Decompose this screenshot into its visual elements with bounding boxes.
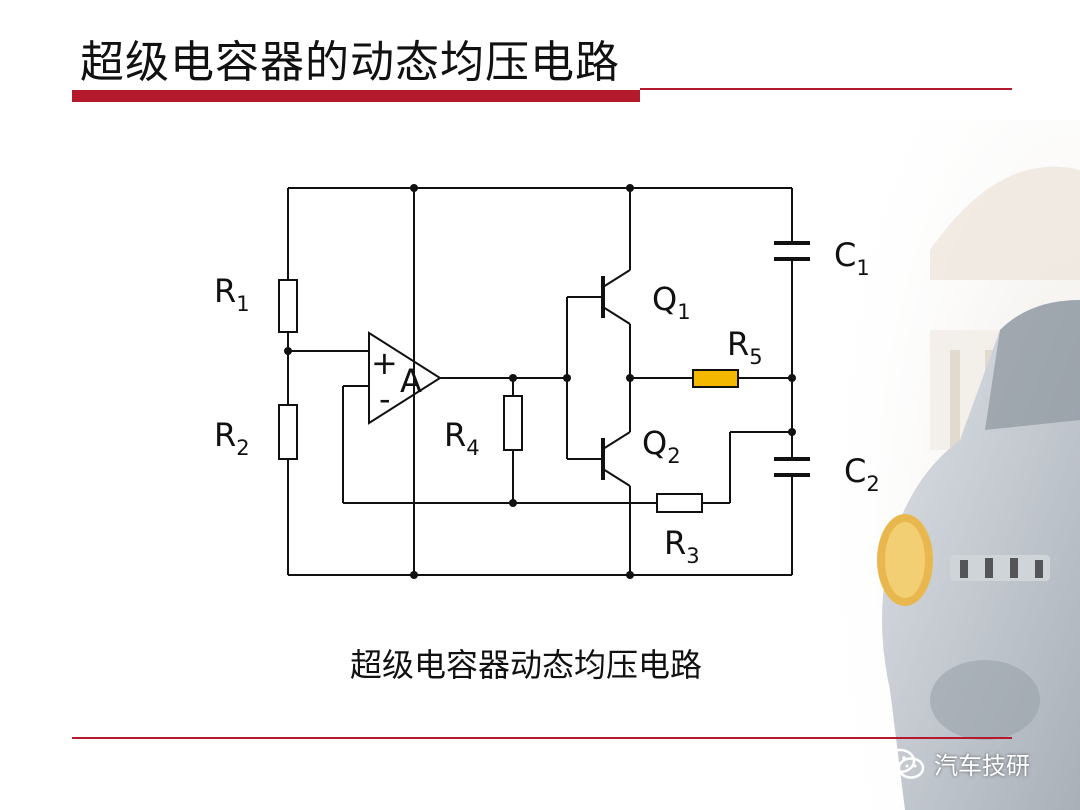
- label-q2: Q2: [642, 424, 681, 468]
- junction-dot: [410, 184, 418, 192]
- resistor-r4: [503, 395, 523, 451]
- junction-dot: [509, 499, 517, 507]
- opamp-plus-sign: +: [371, 344, 398, 382]
- watermark: 汽车技研: [884, 746, 1030, 781]
- resistor-r2: [278, 404, 298, 460]
- watermark-text: 汽车技研: [934, 752, 1030, 780]
- label-r4: R4: [444, 416, 480, 460]
- transistor-q2: [601, 431, 631, 487]
- title-underline-thick: [72, 90, 640, 102]
- page-title: 超级电容器的动态均压电路: [80, 37, 620, 88]
- capacitor-c2: [774, 457, 810, 477]
- figure-caption: 超级电容器动态均压电路: [350, 646, 703, 684]
- opamp-minus-sign: -: [379, 380, 391, 418]
- label-r2: R2: [214, 416, 250, 460]
- label-r1: R1: [214, 272, 250, 316]
- transistor-q1: [601, 269, 631, 325]
- junction-dot: [788, 428, 796, 436]
- junction-dot: [626, 184, 634, 192]
- footer-rule: [72, 737, 1012, 739]
- junction-dot: [626, 571, 634, 579]
- label-c2: C2: [844, 452, 880, 496]
- label-r3: R3: [664, 524, 700, 568]
- junction-dot: [410, 571, 418, 579]
- capacitor-c1: [774, 241, 810, 261]
- label-r5: R5: [727, 325, 763, 369]
- label-c1: C1: [834, 236, 870, 280]
- opamp-a: [368, 331, 442, 425]
- label-q1: Q1: [652, 280, 691, 324]
- opamp-label: A: [400, 362, 422, 400]
- resistor-r1: [278, 279, 298, 333]
- resistor-r5: [692, 369, 739, 388]
- wechat-icon: [884, 748, 925, 779]
- title-underline-thin: [640, 88, 1012, 90]
- resistor-r3: [656, 493, 703, 513]
